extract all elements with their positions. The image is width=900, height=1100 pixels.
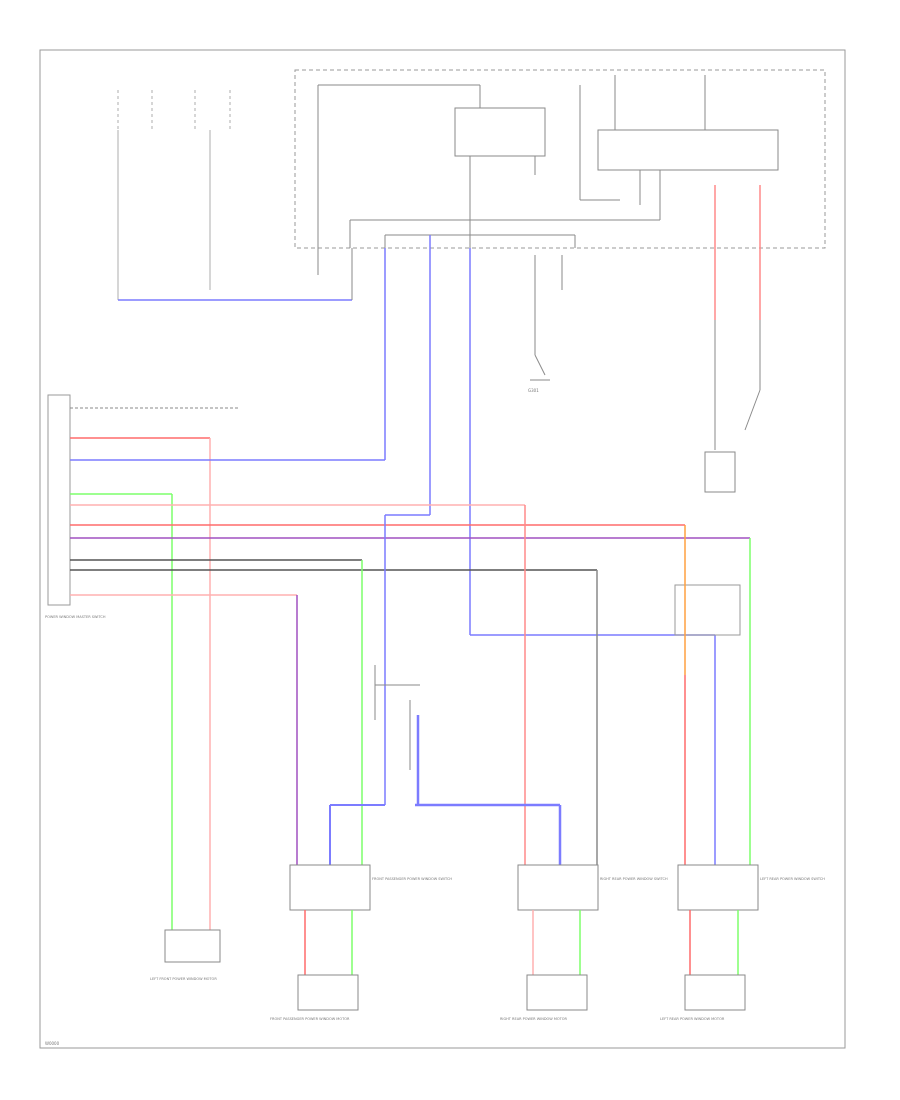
front-passenger-motor <box>297 974 359 1011</box>
right-switch-chain <box>704 320 761 493</box>
fp-junction <box>374 665 420 770</box>
rl-switch-label: LEFT REAR POWER WINDOW SWITCH <box>760 877 825 881</box>
relay-pin-wires <box>317 248 563 355</box>
rear-left-junction <box>674 584 741 636</box>
fuse-box-outline <box>294 69 826 249</box>
driver-motor-label: LEFT FRONT POWER WINDOW MOTOR <box>150 977 217 981</box>
rr-switch-label: RIGHT REAR POWER WINDOW SWITCH <box>600 877 668 881</box>
driver-motor <box>164 929 221 963</box>
diagram-frame <box>39 49 846 1049</box>
rl-motor-label: LEFT REAR POWER WINDOW MOTOR <box>660 1017 725 1021</box>
fp-motor-label: FRONT PASSENGER POWER WINDOW MOTOR <box>270 1017 350 1021</box>
fp-switch-label: FRONT PASSENGER POWER WINDOW SWITCH <box>372 877 452 881</box>
master-switch-connector <box>47 394 71 606</box>
master-switch-label: POWER WINDOW MASTER SWITCH <box>45 615 106 619</box>
front-passenger-switch <box>289 864 371 911</box>
relay-internals <box>317 75 779 248</box>
rear-right-motor <box>526 974 588 1011</box>
rear-left-motor <box>684 974 746 1011</box>
left-fuse-blocks <box>117 90 231 300</box>
footer-code: W0000 <box>45 1041 60 1046</box>
ground-symbol <box>530 354 550 381</box>
rear-right-switch <box>517 864 599 911</box>
rear-left-switch <box>677 864 759 911</box>
ground-label: G301 <box>528 388 539 393</box>
rr-motor-label: RIGHT REAR POWER WINDOW MOTOR <box>500 1017 568 1021</box>
